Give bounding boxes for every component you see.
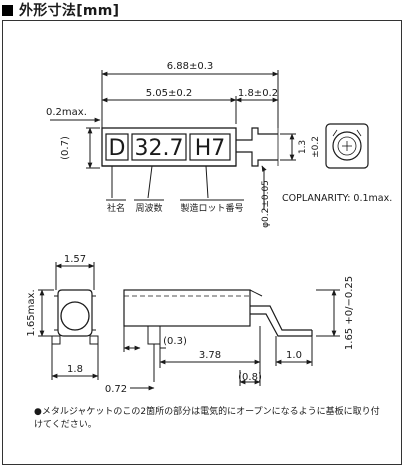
marking: D 32.7 H7 xyxy=(105,133,231,161)
callout-company-name: 社名 xyxy=(107,202,125,214)
body-length-label: 5.05±0.2 xyxy=(146,88,193,99)
dim-10-label: 1.0 xyxy=(286,350,302,361)
top-view-texts: 6.88±0.3 5.05±0.2 1.8±0.2 0.2max. (0.7) … xyxy=(46,61,392,228)
section-title: 外形寸法[mm] xyxy=(0,0,119,20)
dim-072-label: 0.72 xyxy=(105,384,127,395)
bottom-height-label: 1.65max. xyxy=(26,289,37,336)
bottom-view xyxy=(38,262,99,380)
callout-lot-number: 製造ロット番号 xyxy=(180,202,243,214)
marking-lot: H7 xyxy=(195,136,226,161)
side-view-texts: (0.3) 3.78 1.0 (0.8) 0.72 1.65 +0/−0.25 xyxy=(105,276,355,395)
note-bullet: ● xyxy=(34,407,42,417)
lead-length-label: 1.8±0.2 xyxy=(238,88,278,99)
side-view xyxy=(123,289,340,391)
bottom-view-texts: 1.57 1.65max. 1.8 xyxy=(26,254,86,375)
coplanarity-label: COPLANARITY: 0.1max. xyxy=(282,193,392,204)
lead-diameter-label: φ0.2±0.05 xyxy=(261,180,271,228)
top-view xyxy=(50,70,296,210)
pad-width-label: 1.8 xyxy=(67,364,83,375)
marking-company: D xyxy=(109,136,126,161)
note-text: メタルジャケットのこの2箇所の部分は電気的にオープンになるように基板に取り付けて… xyxy=(34,407,380,430)
mounting-note: ●メタルジャケットのこの2箇所の部分は電気的にオープンになるように基板に取り付け… xyxy=(34,406,384,432)
side-height-label: 1.65 +0/−0.25 xyxy=(344,276,355,350)
dim-08-label: (0.8) xyxy=(238,372,262,383)
dim-378-label: 3.78 xyxy=(199,350,221,361)
end-view xyxy=(325,123,369,169)
bottom-width-label: 1.57 xyxy=(64,254,86,265)
body-height-label: (0.7) xyxy=(60,136,71,160)
lead-pitch-tolerance: ±0.2 xyxy=(311,136,321,158)
title-square-icon xyxy=(2,4,13,16)
callout-frequency: 周波数 xyxy=(135,202,162,214)
max-offset-label: 0.2max. xyxy=(46,107,87,118)
title-text: 外形寸法[mm] xyxy=(19,3,120,19)
lead-pitch-label: 1.3 xyxy=(298,140,308,154)
marking-frequency: 32.7 xyxy=(135,136,184,161)
overall-length-label: 6.88±0.3 xyxy=(167,61,214,72)
dim-03-label: (0.3) xyxy=(163,336,187,347)
drawing-frame xyxy=(2,20,402,465)
